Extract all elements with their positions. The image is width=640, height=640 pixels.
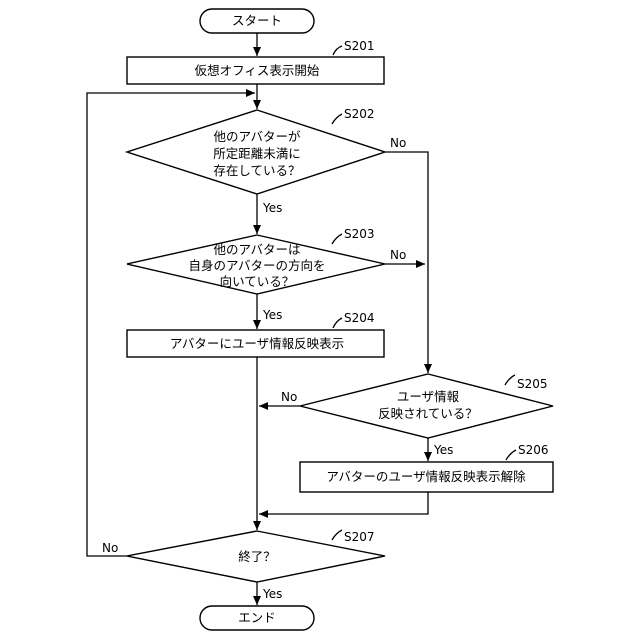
process-s201: 仮想オフィス表示開始 S201 bbox=[127, 39, 384, 84]
s202-line-3: 存在している？ bbox=[213, 163, 300, 178]
s203-step: S203 bbox=[344, 227, 375, 241]
s203-line-2: 自身のアバターの方向を bbox=[188, 258, 325, 273]
s202-line-2: 所定距離未満に bbox=[213, 146, 301, 161]
decision-s207: 終了？ S207 No Yes bbox=[102, 530, 385, 601]
s207-yes-label: Yes bbox=[262, 587, 282, 601]
process-s204: アバターにユーザ情報反映表示 S204 bbox=[127, 311, 384, 357]
s201-leader bbox=[333, 46, 342, 55]
s203-yes-label: Yes bbox=[262, 308, 282, 322]
s207-leader bbox=[332, 530, 342, 540]
s205-line-2: 反映されている？ bbox=[378, 406, 478, 421]
edge-s206-merge bbox=[259, 492, 428, 514]
s204-leader bbox=[333, 318, 342, 328]
decision-s205: ユーザ情報 反映されている？ S205 No Yes bbox=[281, 374, 553, 457]
s202-yes-label: Yes bbox=[262, 201, 282, 215]
s204-step: S204 bbox=[344, 311, 375, 325]
s203-no-label: No bbox=[390, 248, 406, 262]
s205-no-label: No bbox=[281, 390, 297, 404]
s207-text: 終了？ bbox=[238, 549, 276, 564]
s206-leader bbox=[506, 450, 516, 460]
decision-s202: 他のアバターが 所定距離未満に 存在している？ S202 No Yes bbox=[127, 107, 406, 215]
s204-text: アバターにユーザ情報反映表示 bbox=[170, 336, 344, 351]
end-terminal: エンド bbox=[200, 606, 314, 630]
start-label: スタート bbox=[232, 13, 282, 28]
s207-step: S207 bbox=[344, 530, 375, 544]
s207-no-label: No bbox=[102, 541, 118, 555]
s205-step: S205 bbox=[517, 377, 548, 391]
s202-leader bbox=[332, 114, 342, 124]
s205-line-1: ユーザ情報 bbox=[397, 389, 460, 404]
start-terminal: スタート bbox=[200, 9, 314, 33]
s202-no-label: No bbox=[390, 136, 406, 150]
s203-leader bbox=[332, 234, 342, 244]
s202-step: S202 bbox=[344, 107, 375, 121]
end-label: エンド bbox=[238, 610, 276, 625]
s206-step: S206 bbox=[518, 443, 549, 457]
s205-yes-label: Yes bbox=[433, 443, 453, 457]
s203-line-3: 向いている？ bbox=[220, 274, 295, 289]
s201-text: 仮想オフィス表示開始 bbox=[195, 63, 320, 78]
s203-line-1: 他のアバターは bbox=[213, 242, 300, 257]
decision-s203: 他のアバターは 自身のアバターの方向を 向いている？ S203 No Yes bbox=[127, 227, 406, 322]
s206-text: アバターのユーザ情報反映表示解除 bbox=[326, 469, 526, 484]
s202-line-1: 他のアバターが bbox=[213, 129, 301, 144]
process-s206: アバターのユーザ情報反映表示解除 S206 bbox=[300, 443, 553, 492]
s201-step: S201 bbox=[344, 39, 375, 53]
s205-leader bbox=[505, 375, 515, 385]
edge-s202-no bbox=[385, 152, 428, 373]
